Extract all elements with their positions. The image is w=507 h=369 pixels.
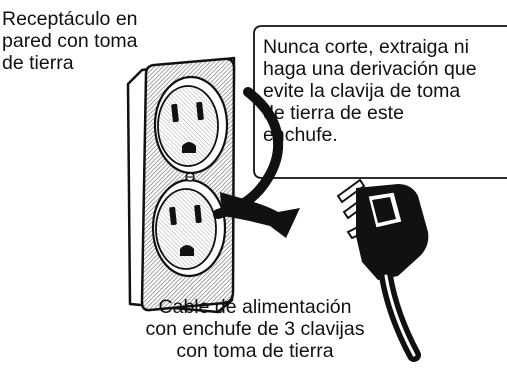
outlet-label-line-1: Receptáculo en	[2, 8, 138, 30]
cord-label-line-2: con enchufe de 3 clavijas	[145, 318, 365, 340]
warning-text: Nunca corte, extraiga ni haga una deriva…	[263, 36, 477, 146]
warning-line-2: haga una derivación que	[263, 58, 477, 80]
grounded-plug-icon	[336, 178, 429, 362]
cord-label-line-3: con toma de tierra	[176, 340, 334, 362]
cord-label: Cable de alimentación con enchufe de 3 c…	[125, 296, 385, 362]
outlet-label-line-2: pared con toma	[2, 30, 138, 52]
warning-line-3: evite la clavija de toma	[263, 80, 461, 102]
curved-arrow-icon	[213, 87, 300, 238]
warning-line-4: de tierra de este	[263, 102, 404, 124]
outlet-label: Receptáculo en pared con toma de tierra	[2, 8, 138, 74]
lower-receptacle	[151, 178, 227, 278]
wall-outlet-icon	[126, 56, 236, 314]
warning-line-5: enchufe.	[263, 124, 338, 146]
warning-callout-box	[253, 25, 507, 179]
cord-label-line-1: Cable de alimentación	[158, 296, 352, 318]
outlet-label-line-3: de tierra	[2, 52, 74, 74]
upper-receptacle	[153, 75, 229, 175]
warning-line-1: Nunca corte, extraiga ni	[263, 36, 469, 58]
